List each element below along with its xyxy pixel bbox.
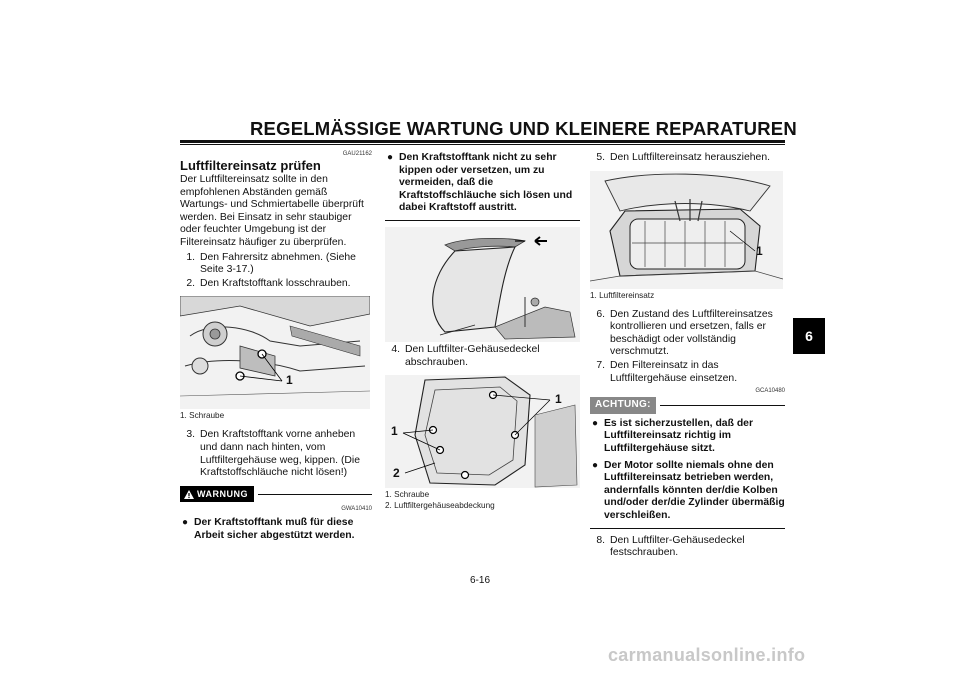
step-number: 4. bbox=[391, 343, 400, 355]
step-5: 5. Den Luftfiltereinsatz herausziehen. bbox=[590, 152, 785, 165]
caution-bullet: ● Es ist sicherzustellen, daß der Luftfi… bbox=[590, 418, 785, 456]
figure-air-filter-element: 1 bbox=[590, 170, 783, 289]
caution-box: ACHTUNG: ● Es ist sicherzustellen, daß d… bbox=[590, 397, 785, 529]
warning-box: WARNUNG GWA10410 ● Der Kraftstofftank mu… bbox=[180, 485, 372, 543]
figure-caption: 2. Luftfiltergehäuseabdeckung bbox=[385, 501, 495, 511]
bullet-text: Der Motor sollte niemals ohne den Luftfi… bbox=[604, 459, 785, 521]
column-left: GAU21162 Luftfiltereinsatz prüfen Der Lu… bbox=[180, 150, 372, 543]
bullet-icon: ● bbox=[182, 517, 189, 529]
bullet-text: Der Kraftstofftank muß für diese Arbeit … bbox=[194, 517, 355, 541]
header-rule-thin bbox=[180, 144, 785, 145]
air-filter-illustration bbox=[590, 170, 783, 289]
chapter-tab[interactable]: 6 bbox=[793, 318, 825, 354]
page-header-title: REGELMÄSSIGE WARTUNG UND KLEINERE REPARA… bbox=[250, 118, 797, 139]
step-text: Den Fahrersitz abnehmen. (Siehe Seite 3-… bbox=[200, 251, 356, 276]
caution-code: GCA10480 bbox=[755, 388, 785, 395]
warning-header: WARNUNG bbox=[180, 485, 372, 503]
bullet-icon: ● bbox=[387, 152, 394, 163]
figure-caption: 1. Schraube bbox=[180, 411, 225, 421]
step-6: 6. Den Zustand des Luftfiltereinsatzes k… bbox=[590, 309, 785, 359]
bullet-text: Es ist sicherzustellen, daß der Luftfilt… bbox=[604, 417, 753, 454]
section-code: GAU21162 bbox=[342, 151, 372, 157]
step-text: Den Kraftstofftank vorne anheben und dan… bbox=[200, 429, 360, 479]
step-number: 7. bbox=[596, 359, 605, 371]
step-3: 3. Den Kraftstofftank vorne anheben und … bbox=[180, 429, 372, 479]
step-text: Den Zustand des Luftfiltereinsatzes kont… bbox=[610, 308, 773, 358]
warning-end-rule bbox=[385, 219, 580, 221]
step-number: 3. bbox=[186, 429, 195, 441]
airbox-cover-illustration bbox=[385, 375, 580, 489]
fuel-tank-bolt-illustration bbox=[180, 296, 370, 410]
step-2: 2. Den Kraftstofftank losschrauben. bbox=[180, 278, 372, 291]
step-text: Den Luftfiltereinsatz herausziehen. bbox=[610, 152, 770, 163]
caution-rule bbox=[659, 404, 785, 406]
step-number: 5. bbox=[596, 152, 605, 163]
caution-end-rule bbox=[590, 527, 785, 529]
figure-callout-1: 1 bbox=[555, 392, 562, 407]
step-4: 4. Den Luftfilter-Gehäusedeckel abschrau… bbox=[385, 344, 580, 369]
intro-paragraph: Der Luftfiltereinsatz sollte in den empf… bbox=[180, 174, 364, 248]
step-1: 1. Den Fahrersitz abnehmen. (Siehe Seite… bbox=[180, 252, 372, 277]
bullet-text: Den Kraftstofftank nicht zu sehr kippen … bbox=[399, 152, 573, 214]
step-number: 6. bbox=[596, 308, 605, 320]
bullet-icon: ● bbox=[592, 417, 599, 429]
warning-code: GWA10410 bbox=[341, 506, 372, 513]
warning-bullet-continued: ● Den Kraftstofftank nicht zu sehr kippe… bbox=[385, 152, 580, 215]
column-middle: ● Den Kraftstofftank nicht zu sehr kippe… bbox=[385, 150, 580, 512]
warning-triangle-icon bbox=[184, 489, 194, 499]
figure-tank-tilted bbox=[385, 226, 580, 342]
caution-header: ACHTUNG: bbox=[590, 397, 785, 414]
bullet-icon: ● bbox=[592, 459, 599, 471]
step-text: Den Filtereinsatz in das Luftfiltergehäu… bbox=[610, 359, 738, 384]
figure-callout-1: 1 bbox=[286, 373, 293, 388]
warning-badge: WARNUNG bbox=[180, 485, 254, 503]
step-number: 8. bbox=[596, 534, 605, 546]
page-number: 6-16 bbox=[470, 575, 491, 586]
watermark: carmanualsonline.info bbox=[608, 645, 806, 665]
step-7: 7. Den Filtereinsatz in das Luftfilterge… bbox=[590, 360, 785, 385]
warning-label: WARNUNG bbox=[197, 488, 248, 499]
figure-caption: 1. Schraube bbox=[385, 490, 430, 500]
figure-caption: 1. Luftfiltereinsatz bbox=[590, 290, 655, 300]
warning-rule bbox=[258, 493, 372, 495]
column-right: 5. Den Luftfiltereinsatz herausziehen. 1 bbox=[590, 150, 785, 561]
header-rule bbox=[180, 140, 785, 143]
step-8: 8. Den Luftfilter-Gehäusedeckel festschr… bbox=[590, 535, 785, 560]
step-text: Den Luftfilter-Gehäusedeckel festschraub… bbox=[610, 534, 745, 559]
step-text: Den Kraftstofftank losschrauben. bbox=[200, 277, 351, 289]
caution-badge: ACHTUNG: bbox=[590, 397, 656, 414]
section-title: Luftfiltereinsatz prüfen bbox=[180, 158, 321, 173]
step-text: Den Luftfilter-Gehäusedeckel abschrauben… bbox=[405, 343, 540, 368]
figure-callout-2: 2 bbox=[393, 466, 400, 481]
caution-bullet: ● Der Motor sollte niemals ohne den Luft… bbox=[590, 460, 785, 523]
step-number: 2. bbox=[186, 277, 195, 289]
step-number: 1. bbox=[186, 251, 195, 263]
tank-tilted-illustration bbox=[385, 226, 580, 342]
figure-airbox-cover: 1 1 2 bbox=[385, 375, 580, 489]
figure-callout-1: 1 bbox=[756, 243, 763, 258]
figure-fuel-tank-bolt: 1 bbox=[180, 296, 370, 410]
warning-bullet: ● Der Kraftstofftank muß für diese Arbei… bbox=[180, 517, 372, 542]
figure-callout-1: 1 bbox=[391, 424, 398, 439]
